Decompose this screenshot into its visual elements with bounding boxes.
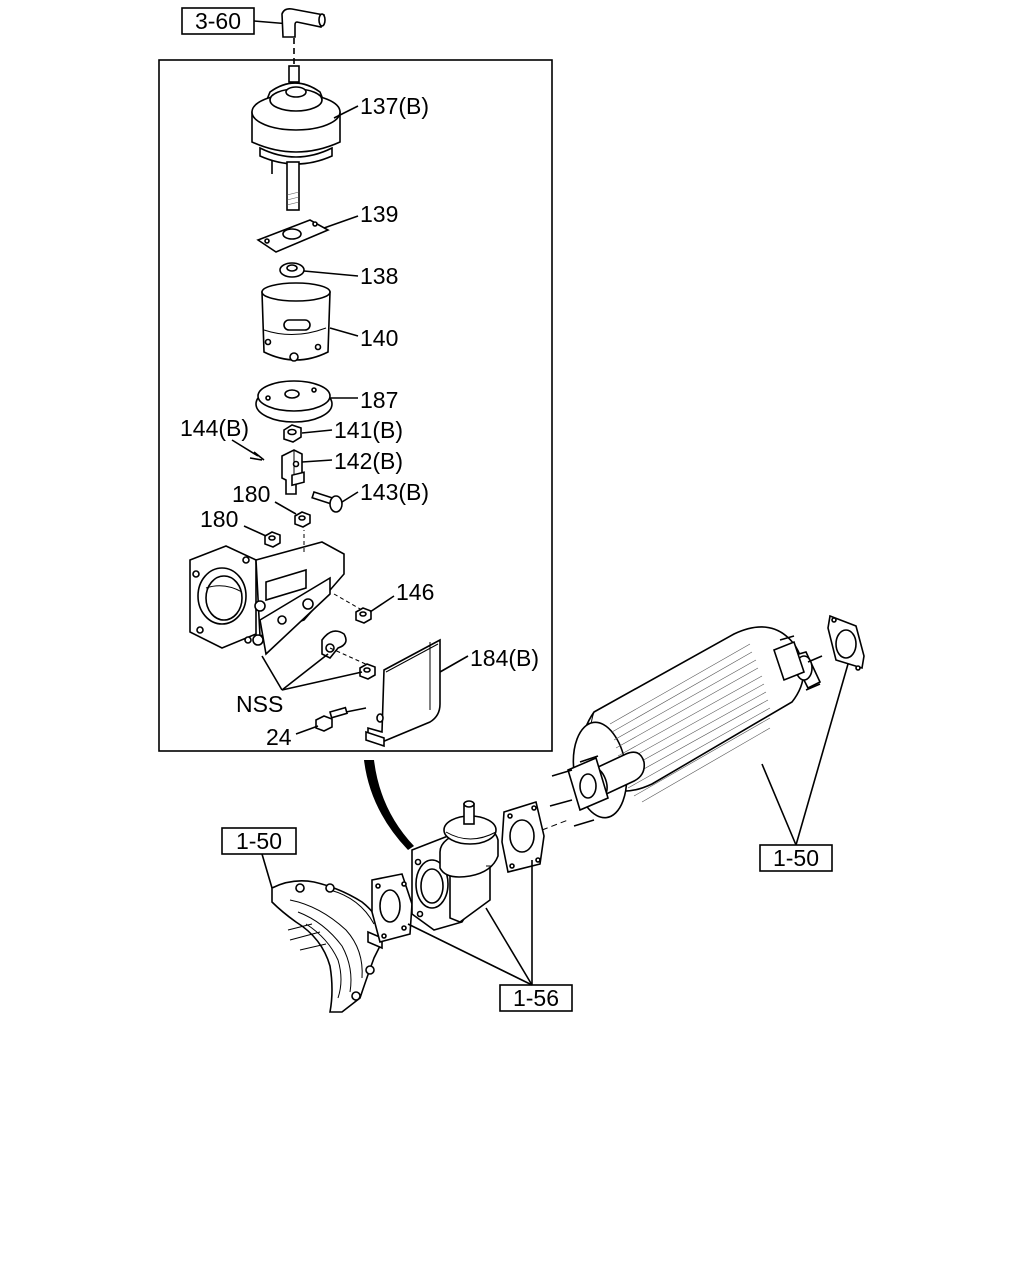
part-180-nut-lower: [264, 531, 281, 548]
ref-3-60-box[interactable]: [181, 7, 255, 35]
callout-138[interactable]: 138: [360, 263, 398, 289]
muffler: [549, 626, 823, 827]
callout-143[interactable]: 143(B): [360, 479, 429, 505]
part-142-lever: [281, 449, 303, 495]
callout-139[interactable]: 139: [360, 201, 398, 227]
detail-pointer-icon: [364, 760, 414, 850]
part-24-bolt: [315, 706, 349, 732]
part-137-actuator: [251, 65, 341, 211]
part-184-heat-shield: [365, 638, 441, 748]
part-146-nut: [355, 607, 372, 624]
callout-187[interactable]: 187: [360, 387, 398, 413]
callout-24[interactable]: 24: [266, 724, 292, 750]
part-143-bolt: [311, 490, 343, 513]
gasket-front: [371, 873, 413, 943]
part-141-nut: [283, 424, 302, 443]
part-180-nut-upper: [294, 511, 311, 528]
callout-184[interactable]: 184(B): [470, 645, 539, 671]
ref-1-56-box[interactable]: [499, 984, 573, 1012]
part-nss-nut: [359, 663, 376, 680]
callout-141[interactable]: 141(B): [334, 417, 403, 443]
callout-180-lower[interactable]: 180: [200, 506, 238, 532]
ref-1-50-right-label[interactable]: 1-50: [773, 845, 819, 871]
callout-140[interactable]: 140: [360, 325, 398, 351]
exhaust-manifold: [271, 880, 385, 1013]
part-140-cover: [261, 282, 331, 362]
ref-1-50-right-box[interactable]: [759, 844, 833, 872]
vacuum-hose-icon: [281, 8, 325, 38]
exploded-view-frame: [158, 59, 553, 752]
callout-142[interactable]: 142(B): [334, 448, 403, 474]
part-139-plate: [256, 219, 330, 253]
callout-146[interactable]: 146: [396, 579, 434, 605]
callout-nss[interactable]: NSS: [236, 691, 283, 717]
ref-1-56-label[interactable]: 1-56: [513, 985, 559, 1011]
part-exhaust-brake-valve-body: [189, 471, 371, 667]
callout-137[interactable]: 137(B): [360, 93, 429, 119]
installed-exhaust-brake-valve: [411, 800, 499, 931]
callout-180-upper[interactable]: 180: [232, 481, 270, 507]
part-187-disc: [255, 380, 333, 423]
part-144-pin: [249, 451, 265, 461]
gasket-outlet: [827, 614, 865, 671]
part-138-washer: [279, 262, 305, 278]
callout-144[interactable]: 144(B): [180, 415, 249, 441]
ref-1-50-left-box[interactable]: [221, 827, 297, 855]
gasket-rear: [501, 800, 545, 873]
ref-3-60-label[interactable]: 3-60: [195, 8, 241, 34]
ref-1-50-left-label[interactable]: 1-50: [236, 828, 282, 854]
ref-3-60-group: 3-60: [181, 7, 326, 74]
